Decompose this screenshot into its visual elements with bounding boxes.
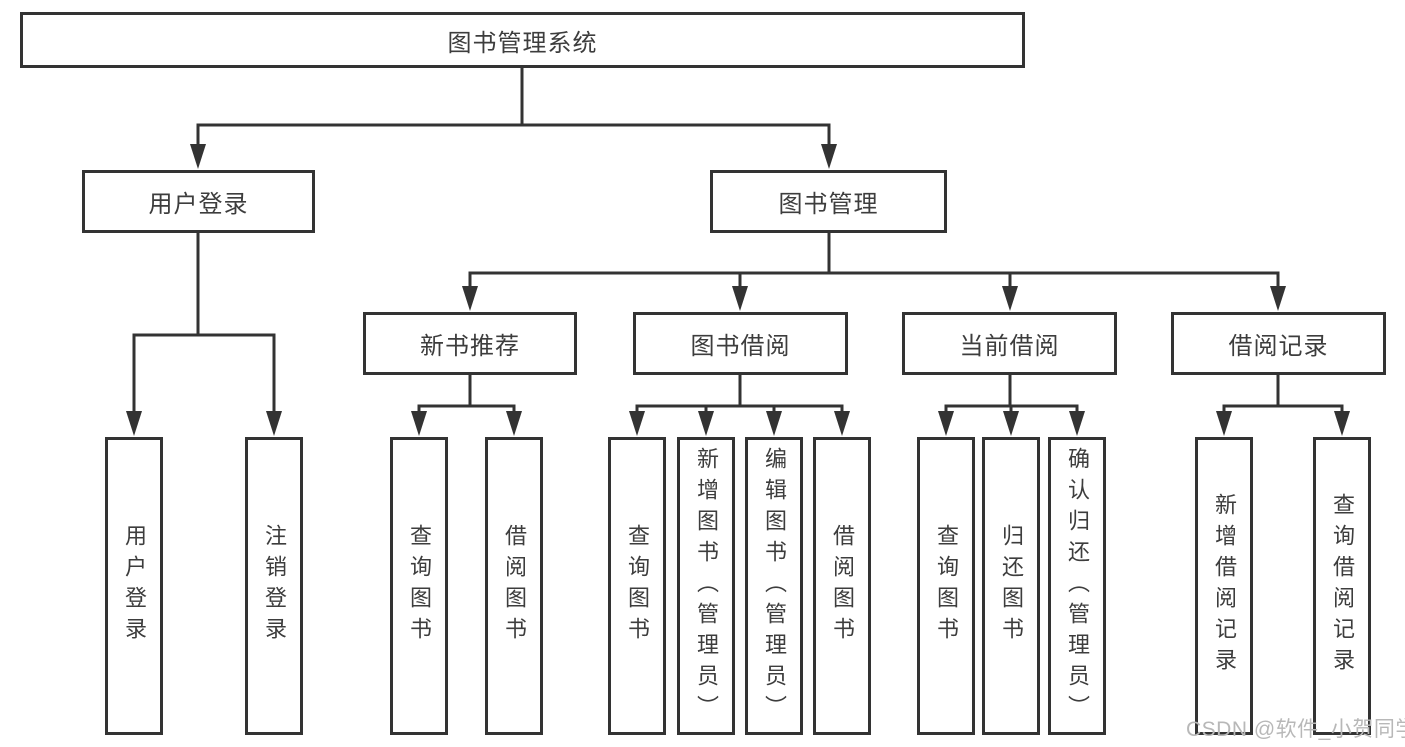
connector-book-borrowing-leaves bbox=[635, 375, 844, 417]
connector-user-login-leaves bbox=[132, 233, 276, 417]
node-label: 新增借阅记录 bbox=[1212, 493, 1237, 679]
node-label: 用户登录 bbox=[148, 191, 249, 218]
leaf-borrow-books-recommend: 借阅图书 bbox=[485, 437, 543, 735]
node-label: 当前借阅 bbox=[959, 333, 1060, 360]
leaf-edit-book-admin: 编辑图书（管理员） bbox=[745, 437, 803, 735]
node-label: 编辑图书（管理员） bbox=[762, 446, 787, 726]
leaf-borrow-books-borrowing: 借阅图书 bbox=[813, 437, 871, 735]
connector-book-management-modules bbox=[468, 233, 1280, 292]
node-label: 查询图书 bbox=[407, 524, 432, 648]
node-book-borrowing: 图书借阅 bbox=[633, 312, 848, 375]
node-borrow-records: 借阅记录 bbox=[1171, 312, 1386, 375]
node-label: 查询图书 bbox=[625, 524, 650, 648]
connector-root-branches bbox=[196, 68, 831, 150]
node-label: 借阅记录 bbox=[1228, 333, 1329, 360]
leaf-user-login: 用户登录 bbox=[105, 437, 163, 735]
csdn-watermark: CSDN @软件_小贺同学 bbox=[1186, 718, 1405, 741]
leaf-query-borrow-record: 查询借阅记录 bbox=[1313, 437, 1371, 735]
node-label: 用户登录 bbox=[122, 524, 147, 648]
node-current-borrowing: 当前借阅 bbox=[902, 312, 1117, 375]
node-book-management-branch: 图书管理 bbox=[710, 170, 947, 233]
leaf-add-book-admin: 新增图书（管理员） bbox=[677, 437, 735, 735]
leaf-query-books-borrowing: 查询图书 bbox=[608, 437, 666, 735]
node-label: 注销登录 bbox=[262, 524, 287, 648]
node-label: 查询借阅记录 bbox=[1330, 493, 1355, 679]
connector-new-book-leaves bbox=[417, 375, 516, 417]
node-root-system: 图书管理系统 bbox=[20, 12, 1025, 68]
leaf-add-borrow-record: 新增借阅记录 bbox=[1195, 437, 1253, 735]
node-label: 查询图书 bbox=[934, 524, 959, 648]
node-user-login-branch: 用户登录 bbox=[82, 170, 315, 233]
node-label: 图书借阅 bbox=[690, 333, 791, 360]
node-label: 图书管理 bbox=[778, 191, 879, 218]
node-label: 新增图书（管理员） bbox=[694, 446, 719, 726]
connector-current-borrowing-leaves bbox=[944, 375, 1079, 417]
node-label: 借阅图书 bbox=[830, 524, 855, 648]
leaf-query-books-recommend: 查询图书 bbox=[390, 437, 448, 735]
node-label: 新书推荐 bbox=[420, 333, 520, 360]
leaf-logout: 注销登录 bbox=[245, 437, 303, 735]
node-label: 确认归还（管理员） bbox=[1065, 446, 1090, 726]
arrowhead-icons bbox=[126, 144, 1350, 436]
leaf-confirm-return-admin: 确认归还（管理员） bbox=[1048, 437, 1106, 735]
connector-borrow-records-leaves bbox=[1222, 375, 1344, 417]
node-label: 借阅图书 bbox=[502, 524, 527, 648]
node-label: 归还图书 bbox=[999, 524, 1024, 648]
leaf-query-books-current: 查询图书 bbox=[917, 437, 975, 735]
leaf-return-book: 归还图书 bbox=[982, 437, 1040, 735]
node-new-book-recommend: 新书推荐 bbox=[363, 312, 577, 375]
node-label: 图书管理系统 bbox=[447, 29, 598, 57]
